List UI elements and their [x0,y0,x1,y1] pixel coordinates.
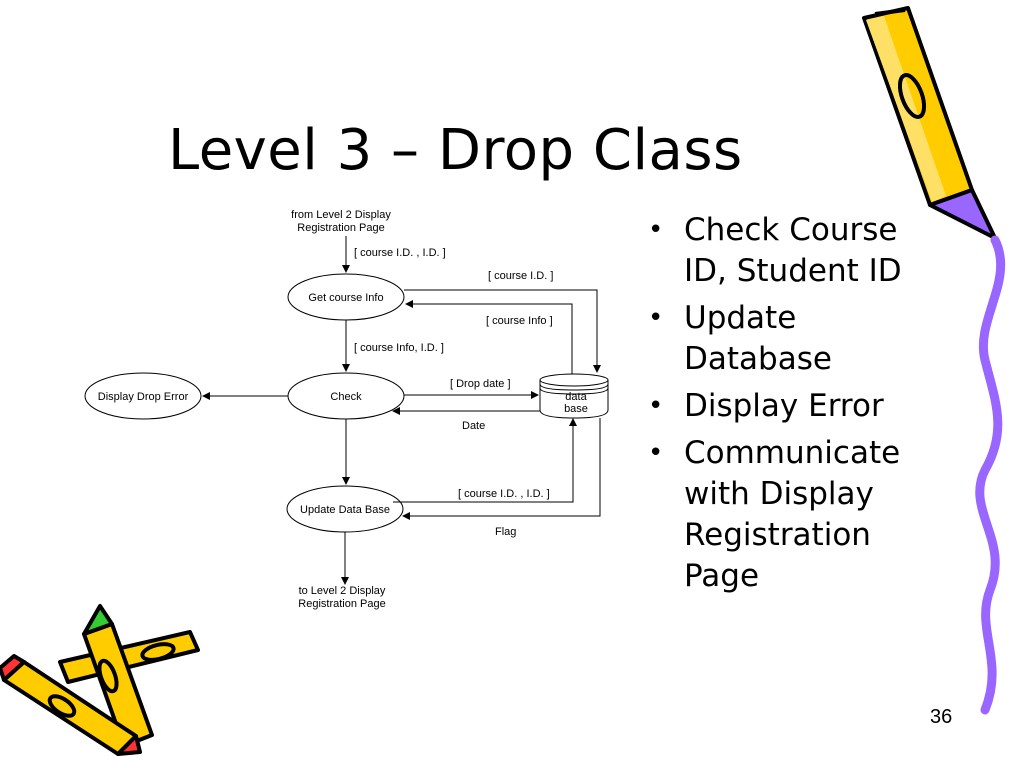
bullet-item: Update Database [646,298,918,380]
svg-text:Display Drop Error: Display Drop Error [98,391,189,403]
node-display-drop-error: Display Drop Error [84,372,202,420]
flow-label: [ Drop date ] [450,378,511,390]
node-check: Check [287,372,405,420]
node-database: data base [539,373,609,419]
svg-text:base: base [564,403,588,415]
flow-label: Flag [495,526,516,538]
node-get-course-info: Get course Info [287,273,405,321]
flow-label: [ course I.D. ] [488,270,553,282]
flow-label: [ course Info ] [486,315,553,327]
source-label: from Level 2 Display [291,209,391,221]
bullet-item: Communicate with Display Registration Pa… [646,433,918,597]
bullet-item: Display Error [646,386,918,427]
page-number: 36 [930,706,953,728]
sink-label: to Level 2 Display [299,585,386,597]
node-update-data-base: Update Data Base [286,485,404,533]
bullet-list: Check Course ID, Student ID Update Datab… [646,210,918,603]
svg-text:Get course Info: Get course Info [308,292,383,304]
slide-title: Level 3 – Drop Class [168,118,743,183]
svg-text:data: data [565,391,587,403]
flow-arrows [202,236,601,585]
svg-text:Check: Check [330,391,362,403]
source-label: Registration Page [297,222,384,234]
flow-label: [ course I.D. , I.D. ] [354,247,446,259]
svg-text:Update Data Base: Update Data Base [300,504,390,516]
sink-label: Registration Page [298,598,385,610]
flow-label: Date [462,420,485,432]
flow-label: [ course I.D. , I.D. ] [458,488,550,500]
flow-label: [ course Info, I.D. ] [354,342,444,354]
bullet-item: Check Course ID, Student ID [646,210,918,292]
